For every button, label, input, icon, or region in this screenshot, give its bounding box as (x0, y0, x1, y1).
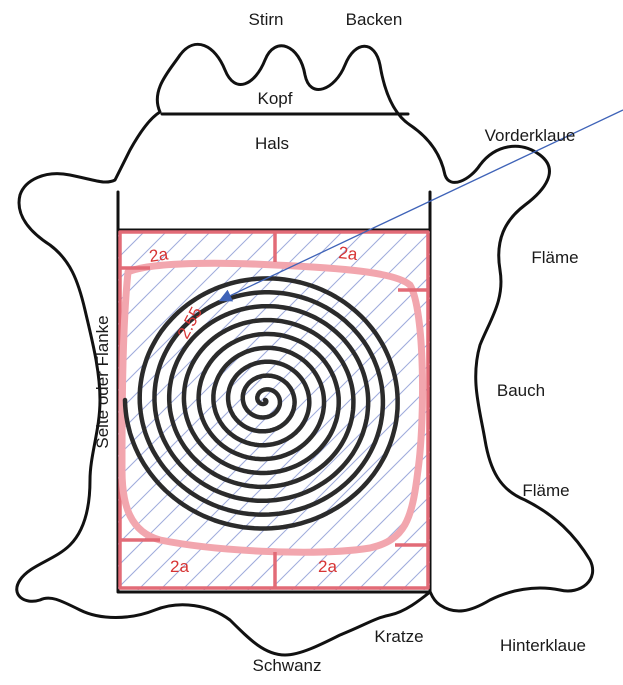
label-vorderklaue: Vorderklaue (485, 126, 576, 145)
hatch-line (0, 232, 232, 592)
hatch-line (510, 232, 623, 592)
hatch-line (26, 232, 386, 592)
corner-mark-top-right: 2a (338, 243, 359, 264)
hatch-line (488, 232, 623, 592)
hatch-line (444, 232, 623, 592)
label-hals: Hals (255, 134, 289, 153)
corner-mark-bottom-left: 2a (170, 557, 189, 576)
label-hinterklaue: Hinterklaue (500, 636, 586, 655)
hatch-line (180, 232, 540, 592)
corner-mark-top-left: 2a (148, 244, 170, 266)
label-seite-oder-flanke: Seite oder Flanke (93, 315, 112, 448)
label-flaeme-top: Fläme (531, 248, 578, 267)
label-schwanz: Schwanz (253, 656, 322, 675)
label-backen: Backen (346, 10, 403, 29)
spiral-pattern (125, 278, 398, 528)
hatch-line (0, 232, 100, 592)
hatch-line (400, 232, 623, 592)
hatch-line (312, 232, 623, 592)
hatch-line (0, 232, 78, 592)
corner-mark-bottom-right: 2a (318, 557, 337, 576)
hatch-line (466, 232, 623, 592)
label-kratze: Kratze (374, 627, 423, 646)
label-bauch: Bauch (497, 381, 545, 400)
hatch-line (246, 232, 606, 592)
hatch-line (422, 232, 623, 592)
label-flaeme-bottom: Fläme (522, 481, 569, 500)
label-stirn: Stirn (249, 10, 284, 29)
label-kopf: Kopf (258, 89, 293, 108)
